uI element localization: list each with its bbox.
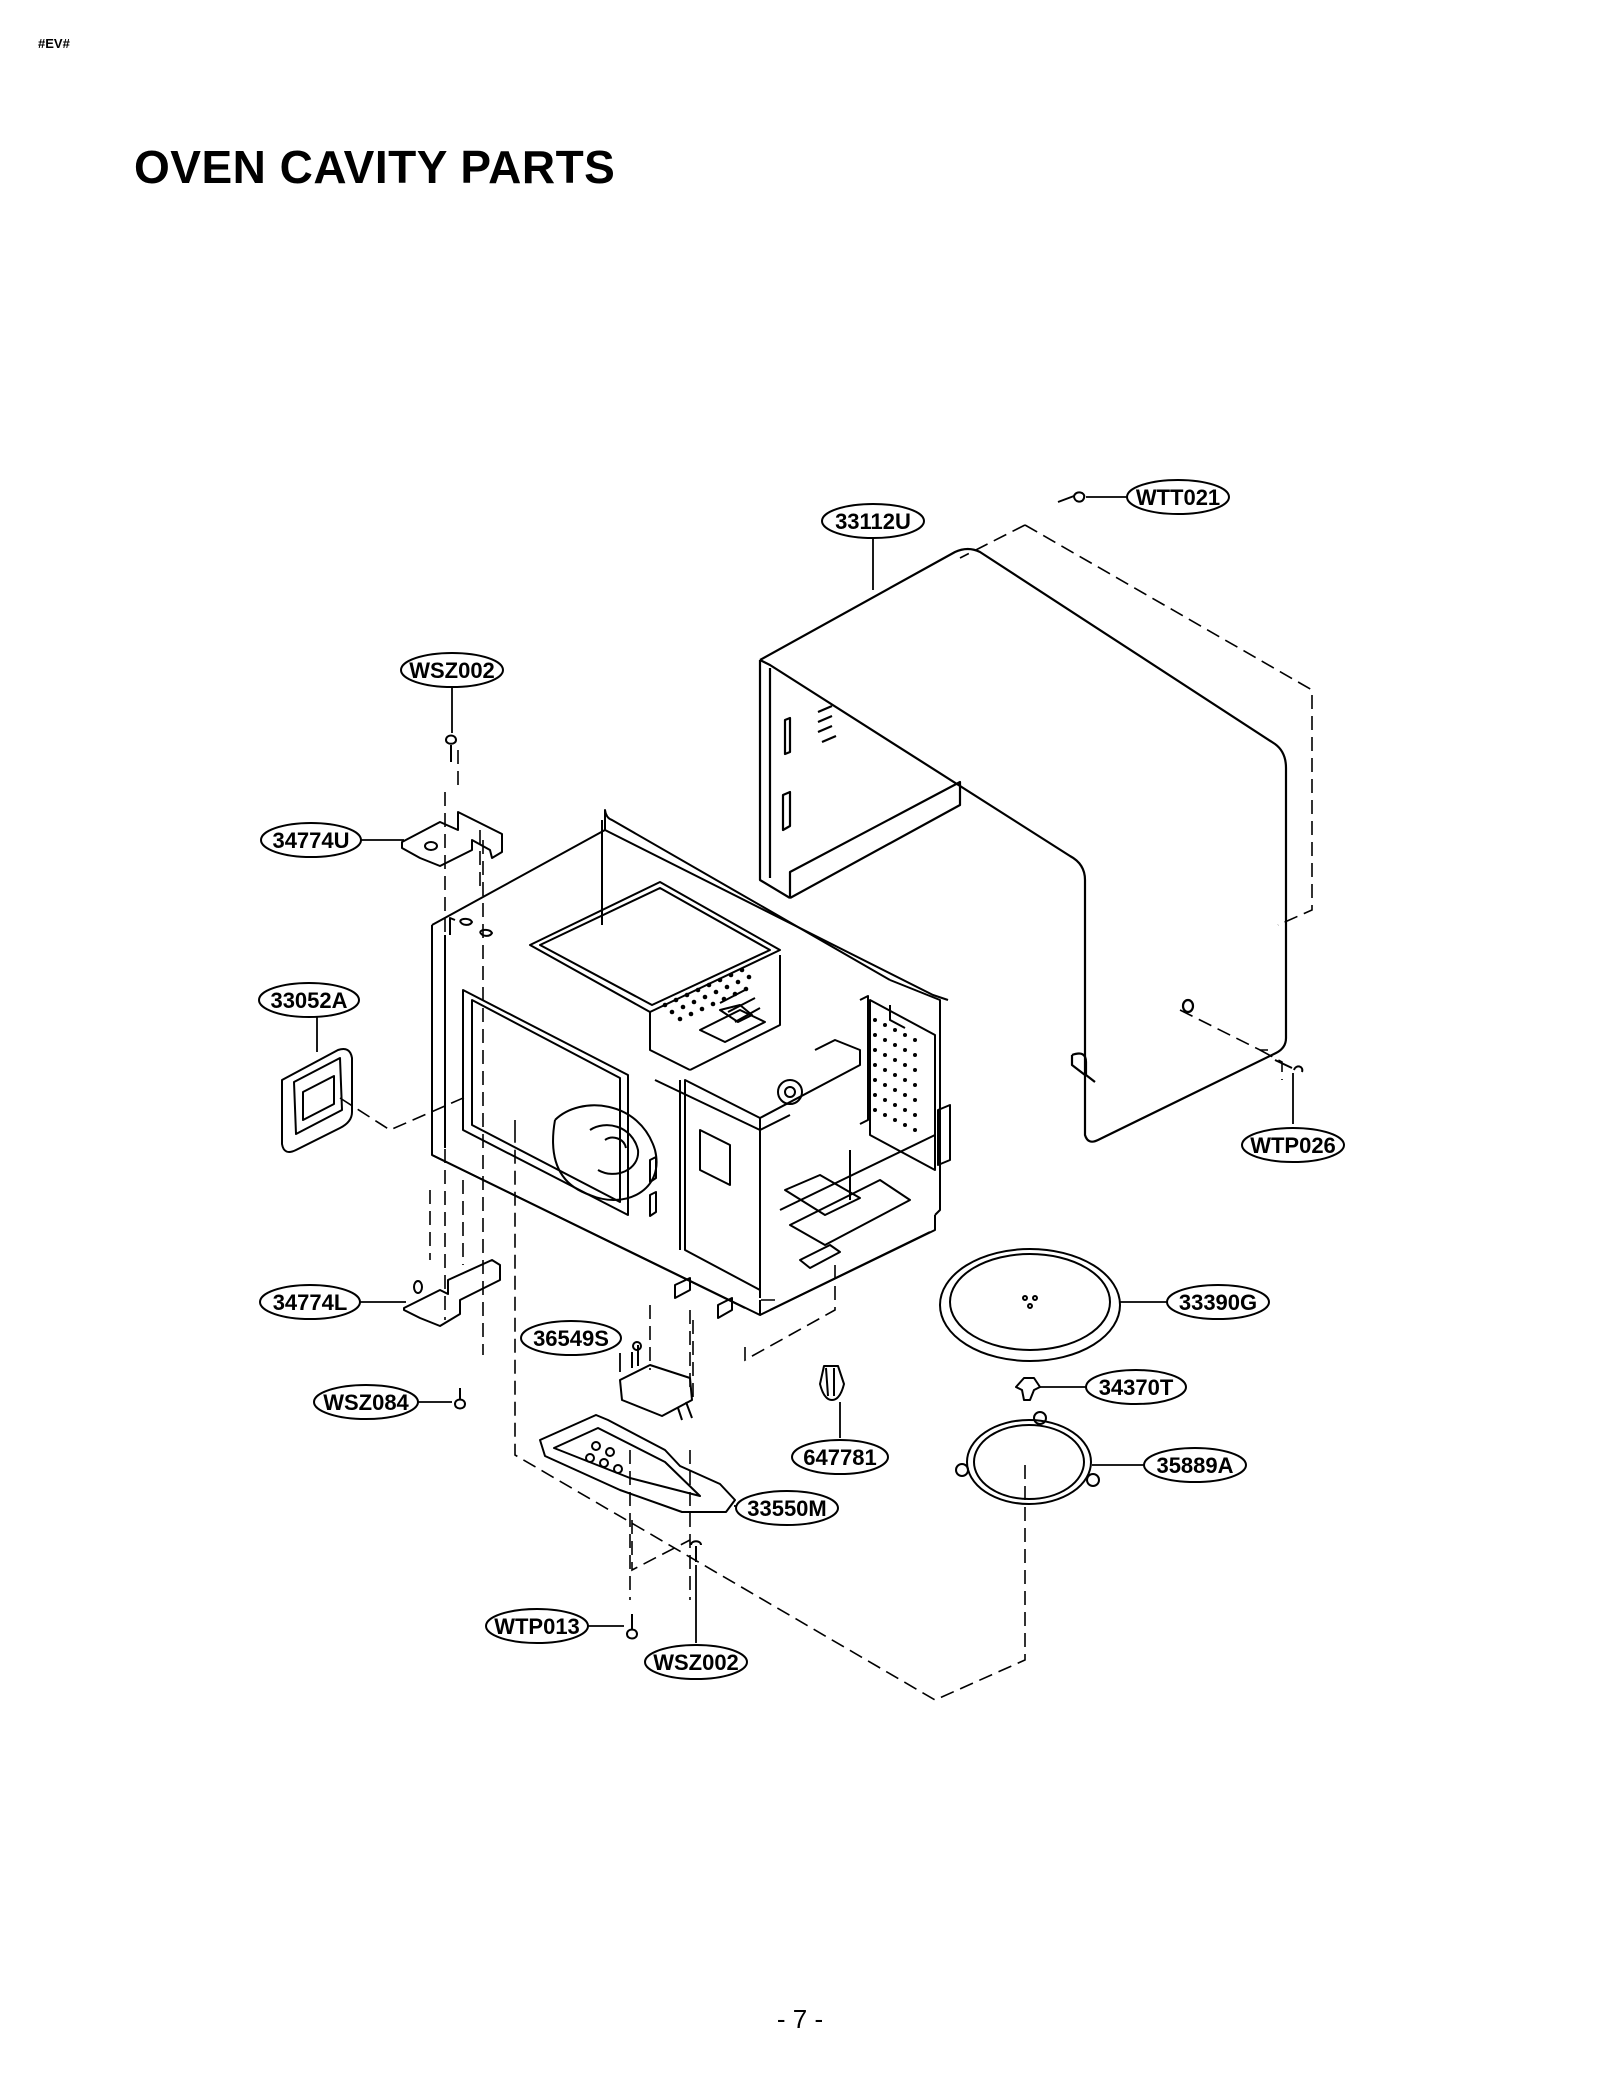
callout-34370t-label: 34370T <box>1099 1375 1174 1400</box>
callout-wsz002-bottom-label: WSZ002 <box>653 1650 739 1675</box>
callout-wtt021: WTT021 <box>1126 479 1230 515</box>
callout-35889a-label: 35889A <box>1156 1453 1233 1478</box>
callout-bubble <box>520 1320 622 1356</box>
callout-36549s-label: 36549S <box>533 1326 609 1351</box>
callout-34370t: 34370T <box>1085 1369 1187 1405</box>
callout-bubble <box>259 1284 361 1320</box>
callout-bubble <box>821 503 925 539</box>
callout-bubble <box>485 1608 589 1644</box>
callout-647781: 647781 <box>791 1439 889 1475</box>
callout-wtt021-label: WTT021 <box>1136 485 1220 510</box>
callout-34774u: 34774U <box>260 822 362 858</box>
callout-wsz084: WSZ084 <box>313 1384 419 1420</box>
page-title: OVEN CAVITY PARTS <box>134 141 616 193</box>
callout-wtp026-label: WTP026 <box>1250 1133 1336 1158</box>
callout-bubble <box>1126 479 1230 515</box>
callout-bubble <box>644 1644 748 1680</box>
callout-33052a-label: 33052A <box>270 988 347 1013</box>
callout-33112u: 33112U <box>821 503 925 539</box>
assembly-guide-lines <box>339 524 1313 1701</box>
callout-34774u-label: 34774U <box>272 828 349 853</box>
header-code: #EV# <box>38 36 70 51</box>
callout-647781-label: 647781 <box>803 1445 876 1470</box>
callout-33052a: 33052A <box>258 982 360 1018</box>
callout-wtp026: WTP026 <box>1241 1127 1345 1163</box>
callout-bubble <box>1166 1284 1270 1320</box>
callout-bubble <box>258 982 360 1018</box>
callout-wsz002-top: WSZ002 <box>400 652 504 688</box>
callout-36549s: 36549S <box>520 1320 622 1356</box>
callout-33390g-label: 33390G <box>1179 1290 1257 1315</box>
callout-bubble <box>791 1439 889 1475</box>
callout-34774l-label: 34774L <box>273 1290 348 1315</box>
outer-case-drawing <box>758 547 1288 1143</box>
callout-bubble <box>735 1490 839 1526</box>
callout-33390g: 33390G <box>1166 1284 1270 1320</box>
callout-wsz084-label: WSZ084 <box>323 1390 409 1415</box>
callout-wsz002-bottom: WSZ002 <box>644 1644 748 1680</box>
callout-33112u-label: 33112U <box>835 509 911 534</box>
small-parts-drawing <box>281 491 1304 1640</box>
callout-33550m: 33550M <box>735 1490 839 1526</box>
callout-wtp013: WTP013 <box>485 1608 589 1644</box>
callout-bubble <box>313 1384 419 1420</box>
callout-35889a: 35889A <box>1143 1447 1247 1483</box>
vent-grille-dots <box>662 967 917 1132</box>
callout-leader-lines <box>316 496 1294 1643</box>
callout-34774l: 34774L <box>259 1284 361 1320</box>
callout-33550m-label: 33550M <box>747 1496 827 1521</box>
callout-bubble <box>1241 1127 1345 1163</box>
callout-wtp013-label: WTP013 <box>494 1614 580 1639</box>
callout-bubble <box>1085 1369 1187 1405</box>
callout-bubble <box>400 652 504 688</box>
callout-wsz002-top-label: WSZ002 <box>409 658 495 683</box>
callout-bubble <box>260 822 362 858</box>
callout-bubble <box>1143 1447 1247 1483</box>
page-number: - 7 - <box>776 2004 824 2034</box>
oven-cavity-drawing <box>431 809 951 1319</box>
